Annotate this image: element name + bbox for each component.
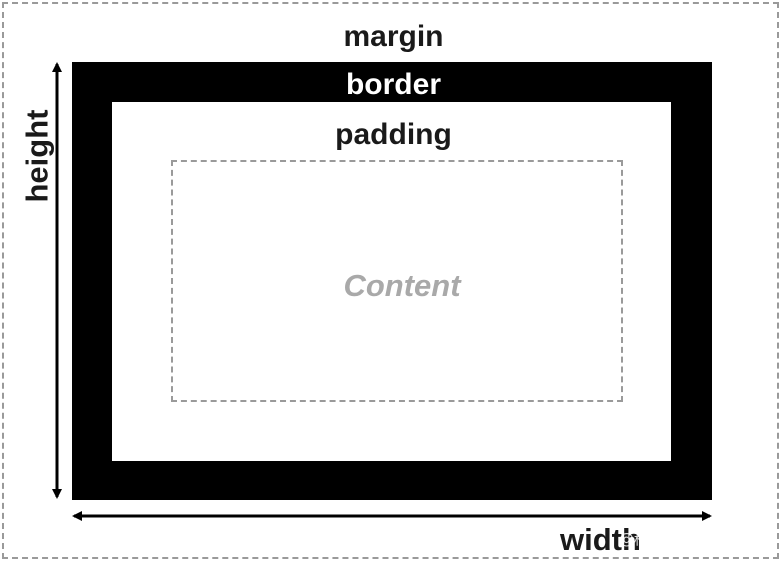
- content-area: [171, 160, 623, 402]
- padding-label: padding: [335, 118, 452, 151]
- border-label: border: [345, 68, 441, 101]
- height-label: height: [19, 109, 55, 203]
- margin-label: margin: [343, 20, 444, 53]
- watermark: @稀土掘金技术社区: [619, 530, 755, 548]
- content-label: Content: [343, 268, 461, 303]
- width-label: width: [560, 522, 641, 557]
